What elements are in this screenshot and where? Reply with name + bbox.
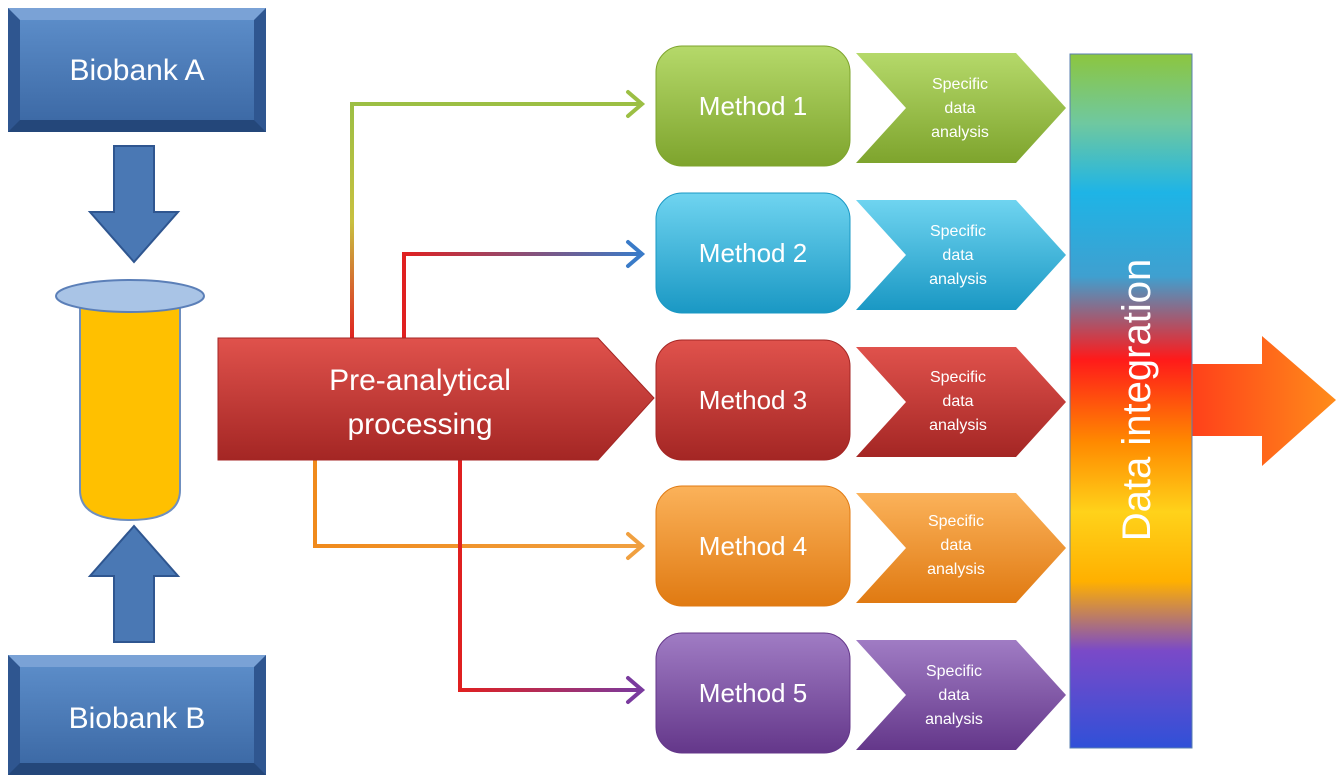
biobank-a-label: Biobank A <box>69 54 204 87</box>
data-integration-label: Data integration <box>1115 259 1159 541</box>
biobank-b-box: Biobank B <box>8 655 266 775</box>
preprocessing-box: Pre-analytical processing <box>217 337 655 461</box>
method-1-analysis-line3: analysis <box>931 124 989 141</box>
method-4-group: Method 4 Specific data analysis <box>655 485 1066 607</box>
method-1-group: Method 1 Specific data analysis <box>655 45 1066 167</box>
method-2-group: Method 2 Specific data analysis <box>655 192 1066 314</box>
data-integration-bar: Data integration <box>1069 53 1193 749</box>
method-1-analysis-line2: data <box>944 100 975 117</box>
method-3-group: Method 3 Specific data analysis <box>655 339 1066 461</box>
method-3-analysis-line2: data <box>942 393 973 410</box>
preprocessing-line1: Pre-analytical <box>329 364 511 397</box>
arrowhead-1-icon <box>626 90 646 118</box>
arrowheads <box>626 90 646 704</box>
method-5-group: Method 5 Specific data analysis <box>655 632 1066 754</box>
biobank-a-box: Biobank A <box>8 8 266 132</box>
method-2-analysis-line2: data <box>942 247 973 264</box>
method-3-analysis-line3: analysis <box>929 417 987 434</box>
method-5-analysis-line3: analysis <box>925 711 983 728</box>
method-1-analysis-line1: Specific <box>932 76 988 93</box>
up-arrow-icon <box>87 524 181 643</box>
preprocessing-line2: processing <box>347 408 492 441</box>
method-5-analysis-line2: data <box>938 687 969 704</box>
method-2-analysis-line3: analysis <box>929 271 987 288</box>
method-4-analysis-line3: analysis <box>927 561 985 578</box>
method-1-label: Method 1 <box>699 91 807 121</box>
method-2-label: Method 2 <box>699 238 807 268</box>
arrowhead-4-icon <box>626 532 646 560</box>
method-2-analysis-line1: Specific <box>930 223 986 240</box>
arrowhead-2-icon <box>626 240 646 268</box>
down-arrow-icon <box>87 145 181 264</box>
connector-lines <box>313 102 640 692</box>
output-arrow-icon <box>1180 336 1336 466</box>
sample-tube <box>55 279 205 522</box>
method-4-analysis-line1: Specific <box>928 513 984 530</box>
arrowhead-5-icon <box>626 676 646 704</box>
method-3-analysis-line1: Specific <box>930 369 986 386</box>
method-4-label: Method 4 <box>699 531 807 561</box>
biobank-b-label: Biobank B <box>69 702 206 735</box>
method-5-analysis-line1: Specific <box>926 663 982 680</box>
method-5-label: Method 5 <box>699 678 807 708</box>
method-3-label: Method 3 <box>699 385 807 415</box>
method-4-analysis-line2: data <box>940 537 971 554</box>
